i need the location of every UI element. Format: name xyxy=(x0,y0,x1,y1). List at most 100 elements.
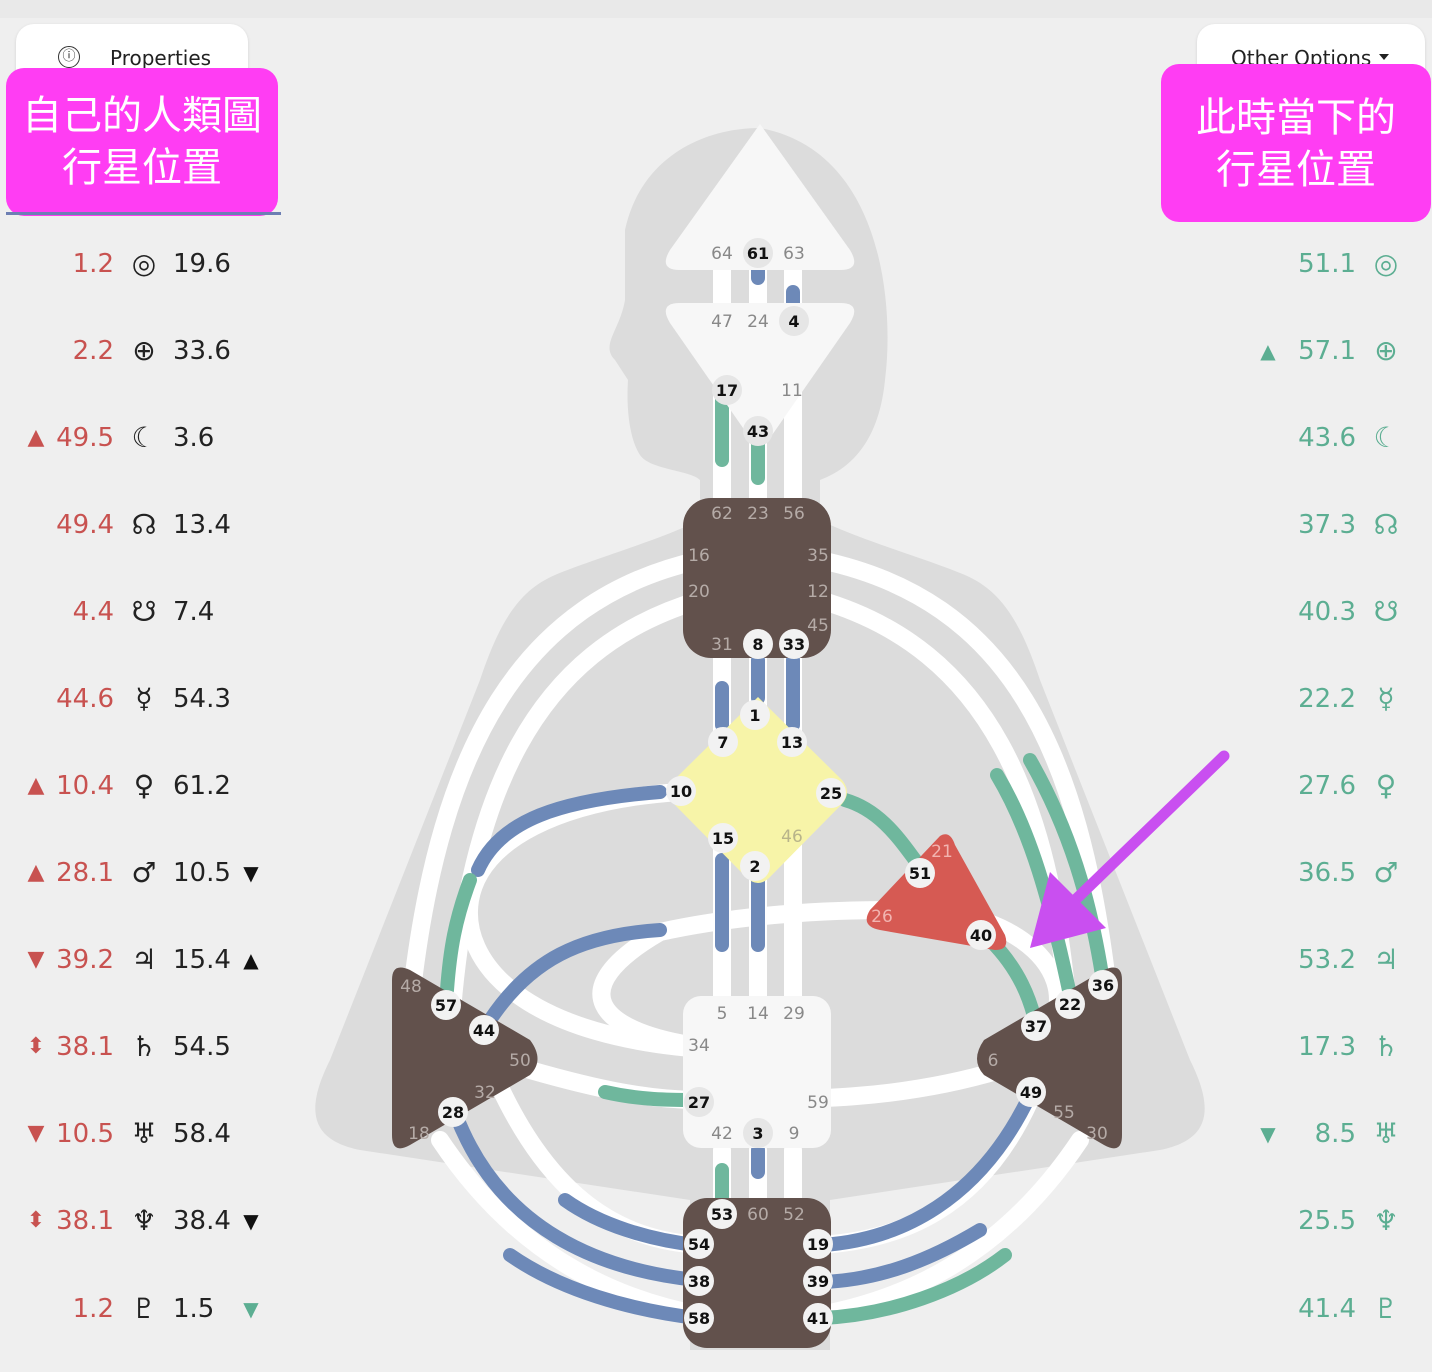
gate-6[interactable]: 6 xyxy=(988,1051,999,1071)
gate-10[interactable]: 10 xyxy=(666,776,696,806)
design-gate-line: 39.2 xyxy=(56,945,114,975)
transit-planet-row[interactable]: 17.3♄ xyxy=(0,1027,1432,1067)
gate-34[interactable]: 34 xyxy=(688,1036,710,1056)
venus-icon: ♀ xyxy=(1375,769,1397,802)
gate-41[interactable]: 41 xyxy=(803,1303,833,1333)
gate-11[interactable]: 11 xyxy=(781,381,803,401)
gate-61[interactable]: 61 xyxy=(743,238,773,268)
transit-planet-row[interactable]: 25.5♆ xyxy=(0,1201,1432,1241)
transit-planet-row[interactable]: 53.2♃ xyxy=(0,940,1432,980)
gate-18[interactable]: 18 xyxy=(408,1124,430,1144)
gate-43[interactable]: 43 xyxy=(743,416,773,446)
transit-planet-row[interactable]: ▼8.5♅ xyxy=(0,1114,1432,1154)
gate-number: 29 xyxy=(783,1004,805,1024)
gate-46[interactable]: 46 xyxy=(781,827,803,847)
transit-planet-row[interactable]: 22.2☿ xyxy=(0,679,1432,719)
gate-marker xyxy=(743,629,773,659)
design-planet-row[interactable]: 2.2⊕33.6 xyxy=(0,331,280,371)
gate-25[interactable]: 25 xyxy=(816,778,846,808)
design-planet-row[interactable]: ⬍38.1♄54.5 xyxy=(0,1027,280,1067)
gate-5[interactable]: 5 xyxy=(717,1004,728,1024)
gate-62[interactable]: 62 xyxy=(711,504,733,524)
design-planet-row[interactable]: 1.2♇1.5▼ xyxy=(0,1289,280,1329)
gate-32[interactable]: 32 xyxy=(474,1083,496,1103)
transit-planet-row[interactable]: 40.3☋ xyxy=(0,592,1432,632)
gate-14[interactable]: 14 xyxy=(747,1004,769,1024)
gate-7[interactable]: 7 xyxy=(708,727,738,757)
gate-63[interactable]: 63 xyxy=(783,244,805,264)
gate-33[interactable]: 33 xyxy=(779,629,809,659)
gate-47[interactable]: 47 xyxy=(711,312,733,332)
transit-planet-row[interactable]: 27.6♀ xyxy=(0,766,1432,806)
gate-37[interactable]: 37 xyxy=(1021,1011,1051,1041)
design-gate-line: 44.6 xyxy=(56,684,114,714)
design-planet-row[interactable]: ▲28.1♂10.5▼ xyxy=(0,853,280,893)
earth-icon: ⊕ xyxy=(132,334,156,367)
gate-9[interactable]: 9 xyxy=(789,1124,800,1144)
gate-56[interactable]: 56 xyxy=(783,504,805,524)
transit-planet-row[interactable]: 41.4♇ xyxy=(0,1289,1432,1329)
transit-planet-row[interactable]: 37.3☊ xyxy=(0,505,1432,545)
direction-arrow-icon: ▼ xyxy=(27,947,45,972)
gate-54[interactable]: 54 xyxy=(684,1229,714,1259)
design-planet-row[interactable]: ⬍38.1♆38.4▼ xyxy=(0,1201,280,1241)
gate-number: 51 xyxy=(909,864,931,883)
design-planet-row[interactable]: 44.6☿54.3 xyxy=(0,679,280,719)
design-planet-row[interactable]: 49.4☊13.4 xyxy=(0,505,280,545)
gate-45[interactable]: 45 xyxy=(807,616,829,636)
gate-2[interactable]: 2 xyxy=(740,851,770,881)
gate-52[interactable]: 52 xyxy=(783,1205,805,1225)
gate-38[interactable]: 38 xyxy=(684,1266,714,1296)
design-planet-row[interactable]: ▲10.4♀61.2 xyxy=(0,766,280,806)
transit-planet-row[interactable]: 43.6☾ xyxy=(0,418,1432,458)
gate-36[interactable]: 36 xyxy=(1088,970,1118,1000)
gate-3[interactable]: 3 xyxy=(743,1118,773,1148)
gate-53[interactable]: 53 xyxy=(707,1199,737,1229)
gate-27[interactable]: 27 xyxy=(684,1087,714,1117)
design-planet-row[interactable]: ▲49.5☾3.6 xyxy=(0,418,280,458)
gate-51[interactable]: 51 xyxy=(905,858,935,888)
head-center xyxy=(665,124,855,270)
gate-48[interactable]: 48 xyxy=(400,977,422,997)
transit-planet-row[interactable]: 51.1◎ xyxy=(0,244,1432,284)
gate-40[interactable]: 40 xyxy=(966,920,996,950)
gate-1[interactable]: 1 xyxy=(740,700,770,730)
design-planet-row[interactable]: 1.2◎19.6 xyxy=(0,244,280,284)
gate-59[interactable]: 59 xyxy=(807,1093,829,1113)
gate-17[interactable]: 17 xyxy=(712,375,742,405)
gate-24[interactable]: 24 xyxy=(747,312,769,332)
gate-16[interactable]: 16 xyxy=(688,546,710,566)
gate-50[interactable]: 50 xyxy=(509,1051,531,1071)
gate-60[interactable]: 60 xyxy=(747,1205,769,1225)
gate-49[interactable]: 49 xyxy=(1016,1077,1046,1107)
gate-22[interactable]: 22 xyxy=(1055,989,1085,1019)
gate-39[interactable]: 39 xyxy=(803,1266,833,1296)
gate-42[interactable]: 42 xyxy=(711,1124,733,1144)
design-planet-row[interactable]: ▼10.5♅58.4 xyxy=(0,1114,280,1154)
gate-28[interactable]: 28 xyxy=(438,1097,468,1127)
gate-55[interactable]: 55 xyxy=(1053,1103,1075,1123)
gate-29[interactable]: 29 xyxy=(783,1004,805,1024)
design-planet-row[interactable]: ▼39.2♃15.4▲ xyxy=(0,940,280,980)
gate-21[interactable]: 21 xyxy=(931,842,953,862)
gate-26[interactable]: 26 xyxy=(871,907,893,927)
gate-20[interactable]: 20 xyxy=(688,582,710,602)
gate-64[interactable]: 64 xyxy=(711,244,733,264)
gate-30[interactable]: 30 xyxy=(1086,1124,1108,1144)
gate-8[interactable]: 8 xyxy=(743,629,773,659)
design-planet-row[interactable]: 4.4☋7.4 xyxy=(0,592,280,632)
gate-23[interactable]: 23 xyxy=(747,504,769,524)
gate-12[interactable]: 12 xyxy=(807,582,829,602)
gate-19[interactable]: 19 xyxy=(803,1229,833,1259)
gate-57[interactable]: 57 xyxy=(431,990,461,1020)
gate-13[interactable]: 13 xyxy=(777,727,807,757)
gate-35[interactable]: 35 xyxy=(807,546,829,566)
gate-number: 46 xyxy=(781,827,803,847)
transit-planet-row[interactable]: ▲57.1⊕ xyxy=(0,331,1432,371)
gate-4[interactable]: 4 xyxy=(779,306,809,336)
gate-15[interactable]: 15 xyxy=(708,823,738,853)
gate-58[interactable]: 58 xyxy=(684,1303,714,1333)
gate-31[interactable]: 31 xyxy=(711,635,733,655)
gate-44[interactable]: 44 xyxy=(469,1015,499,1045)
transit-planet-row[interactable]: 36.5♂ xyxy=(0,853,1432,893)
